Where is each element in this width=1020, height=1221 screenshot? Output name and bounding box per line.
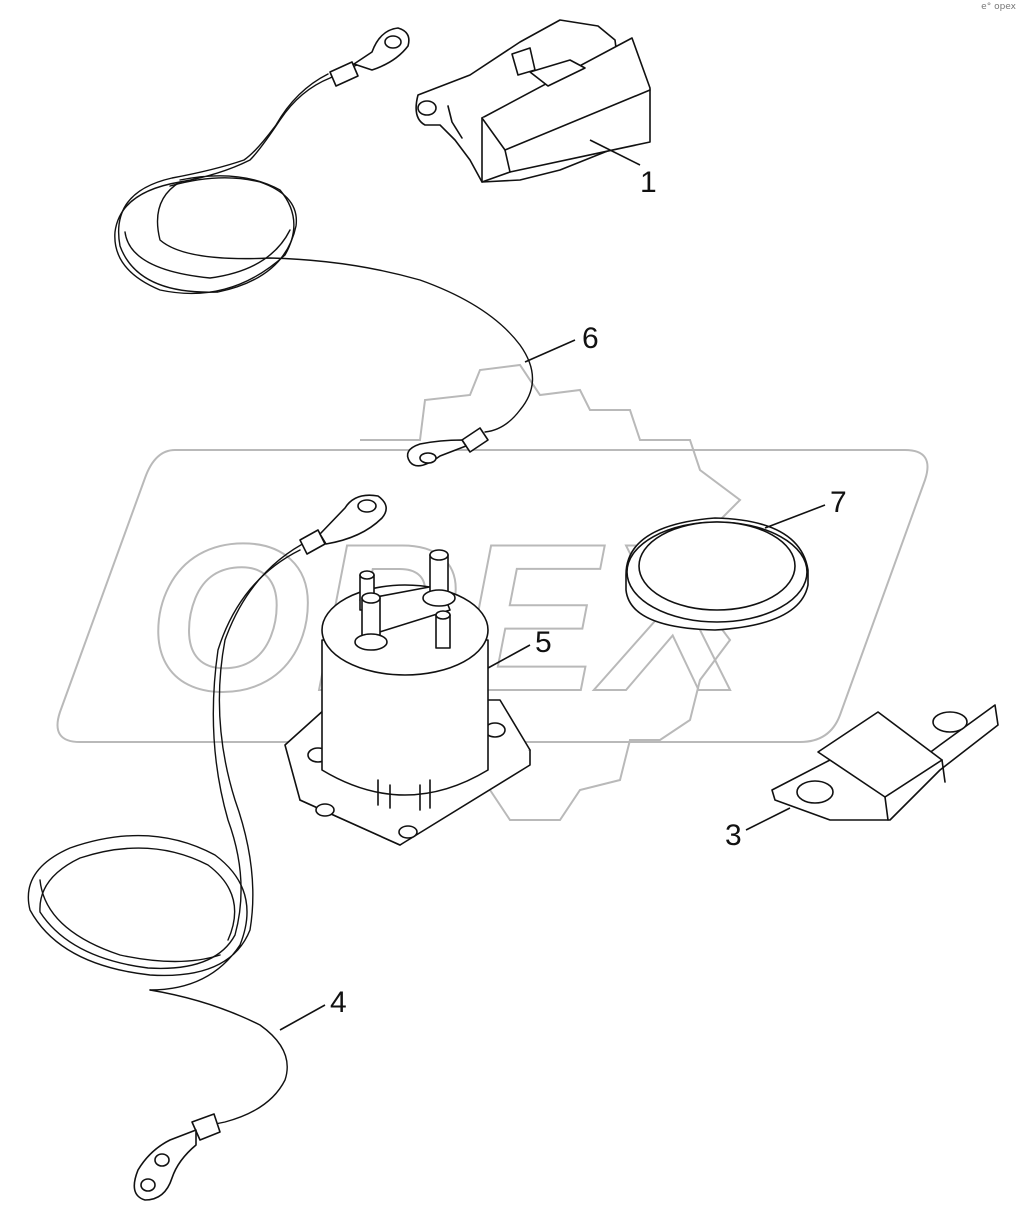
part-5-solenoid bbox=[284, 549, 531, 846]
callout-4: 4 bbox=[330, 986, 347, 1019]
callout-1: 1 bbox=[640, 166, 657, 199]
leader-1 bbox=[589, 139, 641, 166]
part-4-wire bbox=[27, 494, 387, 1201]
callout-5: 5 bbox=[535, 626, 552, 659]
callouts: 1 6 7 5 3 4 bbox=[279, 139, 847, 1031]
part-1-relay bbox=[415, 19, 651, 183]
callout-7: 7 bbox=[830, 486, 847, 519]
callout-3: 3 bbox=[725, 819, 742, 852]
part-6-wire bbox=[114, 27, 534, 467]
corner-mark: e° opex bbox=[981, 2, 1016, 12]
part-3-fuse bbox=[771, 704, 999, 821]
part-7-cap bbox=[625, 517, 809, 631]
leader-6 bbox=[524, 339, 576, 363]
callout-6: 6 bbox=[582, 322, 599, 355]
leader-3 bbox=[745, 807, 791, 831]
leader-4 bbox=[279, 1004, 326, 1031]
leader-5 bbox=[487, 644, 531, 669]
watermark-badge bbox=[56, 449, 929, 743]
leader-7 bbox=[764, 504, 826, 529]
